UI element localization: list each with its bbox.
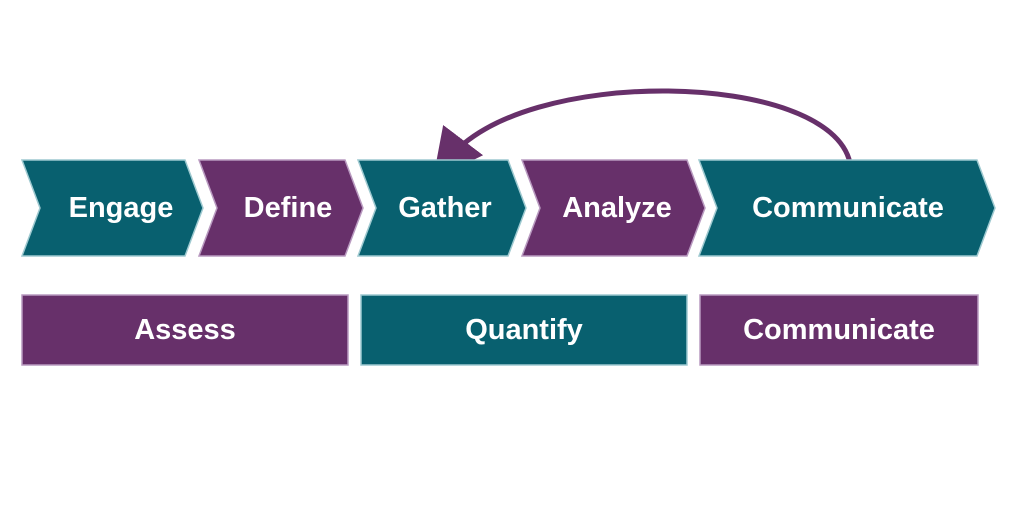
step-label-engage: Engage <box>69 192 174 224</box>
curved-return-arrow-icon <box>432 88 853 180</box>
step-label-analyze: Analyze <box>562 192 672 224</box>
step-shape <box>697 159 996 257</box>
step-shape <box>197 159 364 257</box>
step-chevron-gather: Gather <box>356 159 527 257</box>
step-label-gather: Gather <box>398 192 491 224</box>
phase-box-communicate: Communicate <box>699 294 979 366</box>
phase-shape <box>21 294 349 366</box>
step-label-define: Define <box>244 192 333 224</box>
step-chevron-engage: Engage <box>20 159 204 257</box>
phase-shape <box>699 294 979 366</box>
phase-shape <box>360 294 688 366</box>
phase-label-assess: Assess <box>134 314 236 346</box>
step-chevron-define: Define <box>197 159 364 257</box>
phase-box-quantify: Quantify <box>360 294 688 366</box>
step-shape <box>20 159 204 257</box>
phase-label-quantify: Quantify <box>465 314 583 346</box>
step-shape <box>356 159 527 257</box>
phase-box-assess: Assess <box>21 294 349 366</box>
step-chevron-communicate: Communicate <box>697 159 996 257</box>
phase-label-communicate: Communicate <box>743 314 935 346</box>
step-label-communicate: Communicate <box>752 192 944 224</box>
step-shape <box>520 159 706 257</box>
step-chevron-analyze: Analyze <box>520 159 706 257</box>
